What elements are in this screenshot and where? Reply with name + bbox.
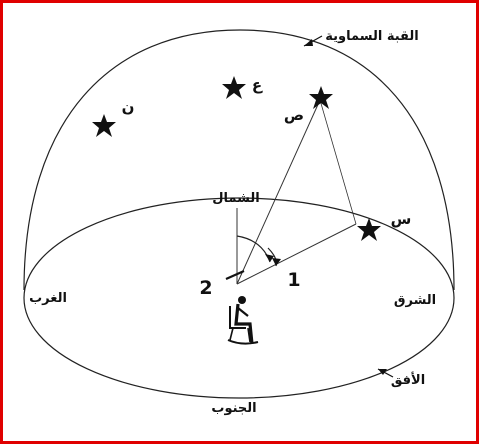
star-icon — [309, 86, 333, 109]
horizon-label: الأفق — [391, 371, 425, 388]
star-label-n: ن — [122, 98, 135, 116]
star-label-sad: ص — [284, 106, 304, 124]
star-icon — [92, 114, 116, 137]
celestial-dome-label: القبة السماوية — [325, 29, 418, 44]
seated-observer-icon — [228, 296, 258, 344]
south-label: الجنوب — [211, 401, 256, 416]
star-label-sin: س — [391, 210, 412, 228]
vertical-drop-line — [320, 100, 356, 224]
star-label-ain: ع — [252, 76, 263, 94]
arc-arrow-1 — [265, 254, 274, 262]
celestial-dome-outline — [24, 30, 454, 290]
azimuth-arc — [237, 236, 270, 262]
angle-label-2: 2 — [199, 277, 212, 299]
west-label: الغرب — [29, 291, 67, 306]
north-label: الشمال — [212, 191, 259, 206]
star-icon — [222, 76, 246, 99]
angle-label-1: 1 — [287, 269, 300, 291]
east-label: الشرق — [394, 293, 436, 308]
